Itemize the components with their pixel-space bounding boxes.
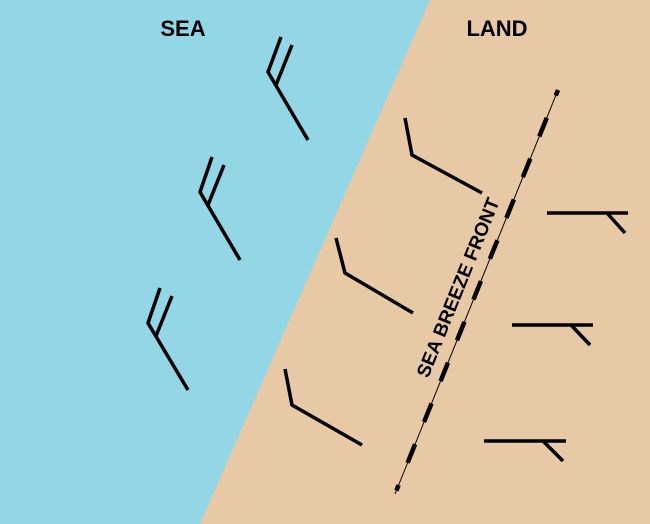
east-wind-barb [547,211,628,235]
land-wind-barb [403,117,483,195]
sea-area [0,0,430,524]
land-wind-barb [334,237,414,315]
sea-wind-barb [198,156,242,261]
east-wind-barb [512,323,593,347]
sea-breeze-front-line [392,89,561,495]
sea-wind-barb [146,287,190,391]
land-label: LAND [466,16,527,41]
sea-wind-barb [266,36,310,141]
east-wind-barb [484,439,566,463]
sea-label: SEA [160,16,205,41]
land-wind-barb [283,368,363,447]
